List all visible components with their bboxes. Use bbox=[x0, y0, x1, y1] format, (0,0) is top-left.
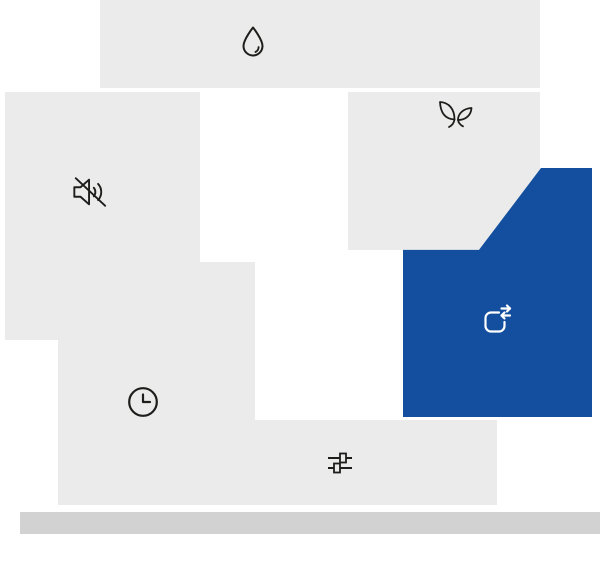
speaker-muted-icon bbox=[73, 177, 107, 207]
sliders-icon bbox=[328, 452, 352, 474]
tile-settings-sliders[interactable] bbox=[58, 420, 497, 505]
water-drop-icon bbox=[242, 26, 264, 57]
tile-water-drop[interactable] bbox=[100, 0, 540, 88]
clock-icon bbox=[128, 387, 158, 417]
leaves-icon bbox=[439, 101, 473, 128]
horizontal-scrollbar-track[interactable] bbox=[20, 512, 600, 534]
tile-clock[interactable] bbox=[58, 262, 255, 420]
tap-exchange-arrows-icon bbox=[484, 304, 512, 333]
